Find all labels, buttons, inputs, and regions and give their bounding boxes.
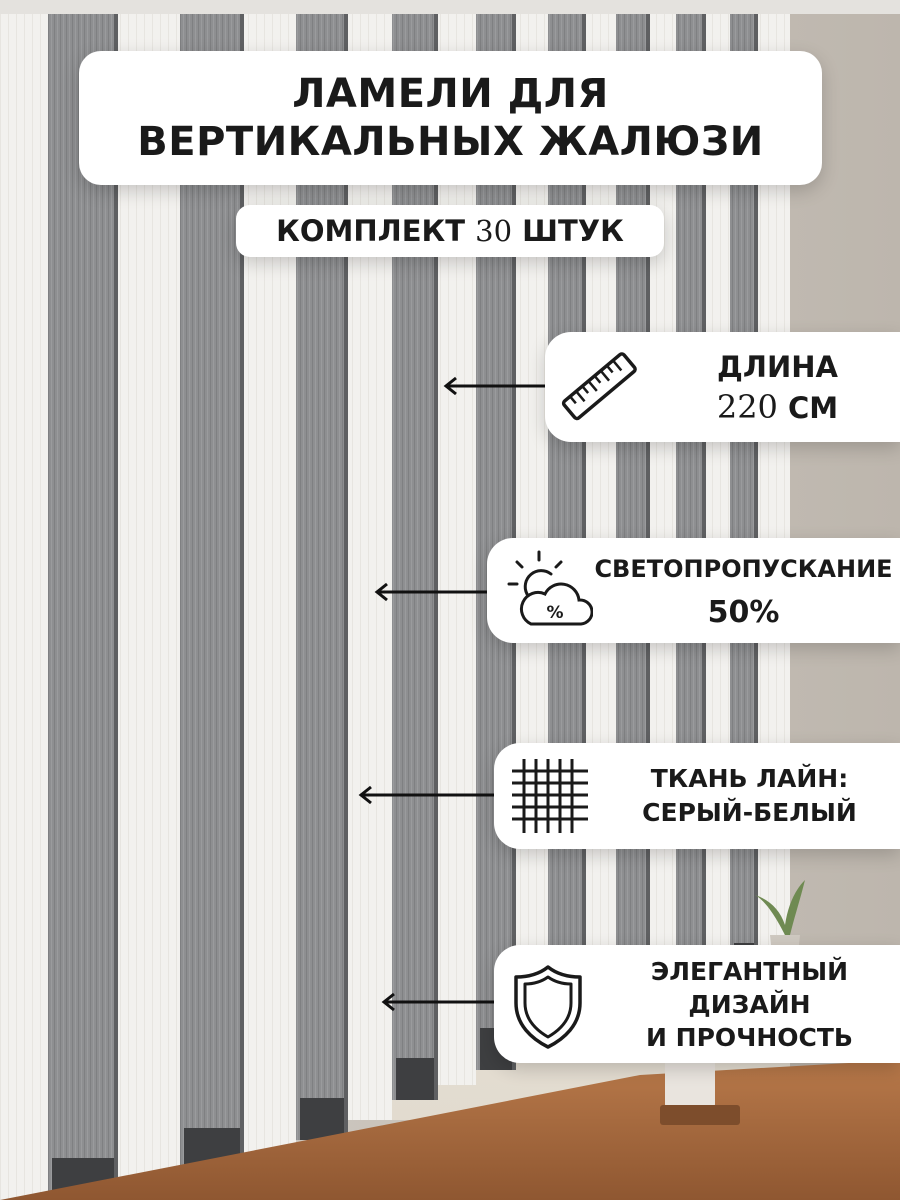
- set-count: 30: [475, 214, 513, 248]
- cup: [660, 1050, 740, 1125]
- sun-cloud-percent-icon: %: [507, 550, 593, 626]
- arrow-left-icon: [381, 992, 496, 1012]
- feature-durability-line-2: ДИЗАЙН: [688, 989, 811, 1019]
- set-label: КОМПЛЕКТ: [276, 214, 466, 248]
- feature-fabric: ТКАНЬ ЛАЙН: СЕРЫЙ-БЕЛЫЙ: [494, 743, 900, 849]
- feature-light-transmission: % СВЕТОПРОПУСКАНИЕ 50%: [487, 538, 900, 643]
- set-quantity-badge: КОМПЛЕКТ 30 ШТУК: [236, 205, 664, 257]
- feature-light-text: СВЕТОПРОПУСКАНИЕ 50%: [587, 538, 900, 643]
- set-quantity-text: КОМПЛЕКТ 30 ШТУК: [276, 214, 624, 248]
- feature-length: ДЛИНА 220 СМ: [545, 332, 900, 442]
- feature-durability-line-1: ЭЛЕГАНТНЫЙ: [650, 956, 849, 986]
- arrow-left-icon: [374, 582, 489, 602]
- feature-fabric-label: ТКАНЬ ЛАЙН:: [650, 764, 849, 793]
- slat-edge-shadow: [702, 0, 706, 1005]
- length-number: 220: [716, 387, 778, 426]
- white-slat: [244, 0, 296, 1155]
- gray-slat: [296, 0, 348, 1140]
- feature-durability: ЭЛЕГАНТНЫЙ ДИЗАЙН И ПРОЧНОСТЬ: [494, 945, 900, 1063]
- gray-slat: [180, 0, 244, 1170]
- ruler-icon: [561, 352, 637, 421]
- feature-light-value: 50%: [707, 594, 780, 630]
- feature-durability-text: ЭЛЕГАНТНЫЙ ДИЗАЙН И ПРОЧНОСТЬ: [599, 945, 900, 1063]
- cornice-rail: [0, 0, 900, 14]
- slat-bottom-weight: [396, 1058, 434, 1100]
- length-unit: СМ: [788, 390, 839, 425]
- title-banner: ЛАМЕЛИ ДЛЯ ВЕРТИКАЛЬНЫХ ЖАЛЮЗИ: [79, 51, 822, 185]
- slat-edge-shadow: [512, 0, 516, 1070]
- white-slat: [348, 0, 392, 1120]
- feature-length-text: ДЛИНА 220 СМ: [655, 332, 900, 442]
- arrow-left-icon: [443, 376, 548, 396]
- title-line-2: ВЕРТИКАЛЬНЫХ ЖАЛЮЗИ: [137, 119, 764, 165]
- svg-text:%: %: [546, 603, 563, 623]
- slat-edge-shadow: [754, 0, 758, 985]
- slat-bottom-weight: [300, 1098, 344, 1140]
- shield-icon: [514, 965, 582, 1049]
- white-slat: [118, 0, 180, 1185]
- white-slat: [0, 0, 48, 1200]
- fabric-weave-icon: [512, 759, 588, 833]
- title-line-1: ЛАМЕЛИ ДЛЯ: [292, 71, 609, 117]
- arrow-left-icon: [358, 785, 495, 805]
- set-unit: ШТУК: [522, 214, 624, 248]
- feature-length-label: ДЛИНА: [717, 349, 838, 384]
- feature-light-label: СВЕТОПРОПУСКАНИЕ: [594, 554, 893, 583]
- feature-fabric-text: ТКАНЬ ЛАЙН: СЕРЫЙ-БЕЛЫЙ: [599, 743, 900, 849]
- feature-durability-line-3: И ПРОЧНОСТЬ: [646, 1022, 853, 1052]
- slat-edge-shadow: [646, 0, 650, 1025]
- slat-edge-shadow: [434, 0, 438, 1100]
- slat-edge-shadow: [240, 0, 244, 1170]
- feature-length-value: 220 СМ: [717, 387, 838, 428]
- gray-slat: [48, 0, 118, 1200]
- slat-edge-shadow: [344, 0, 348, 1140]
- slat-edge-shadow: [582, 0, 586, 1045]
- slat-edge-shadow: [114, 0, 118, 1200]
- feature-fabric-value: СЕРЫЙ-БЕЛЫЙ: [642, 798, 857, 827]
